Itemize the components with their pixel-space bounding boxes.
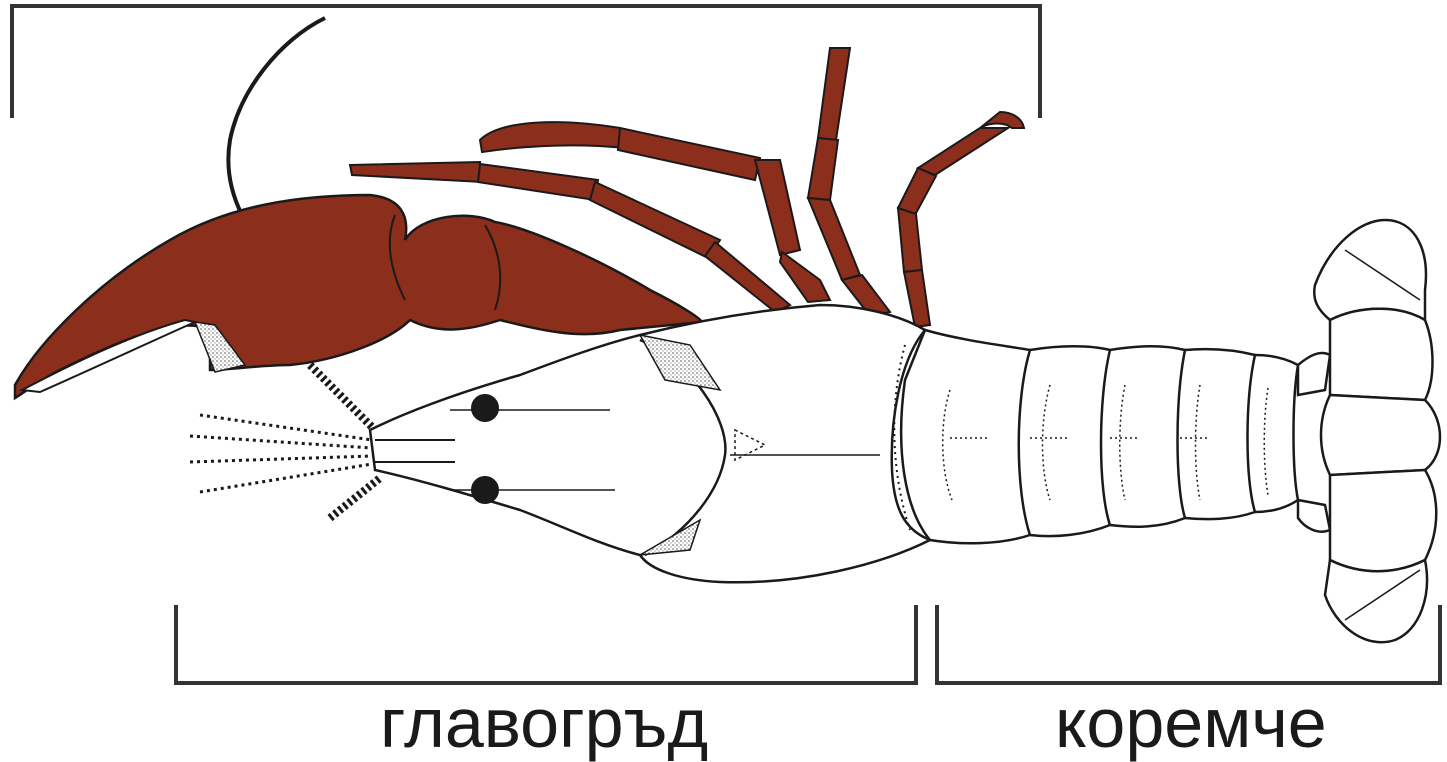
- abdomen-label: коремче: [1055, 688, 1327, 758]
- tail-fan: [1298, 220, 1440, 642]
- antenna: [228, 18, 325, 215]
- carapace: [370, 305, 930, 582]
- cephalothorax-bracket: [176, 605, 916, 683]
- abdomen-segments: [901, 330, 1298, 543]
- cephalothorax-label: главогръд: [380, 688, 708, 758]
- antennules: [190, 365, 380, 518]
- top-bracket: [12, 6, 1040, 118]
